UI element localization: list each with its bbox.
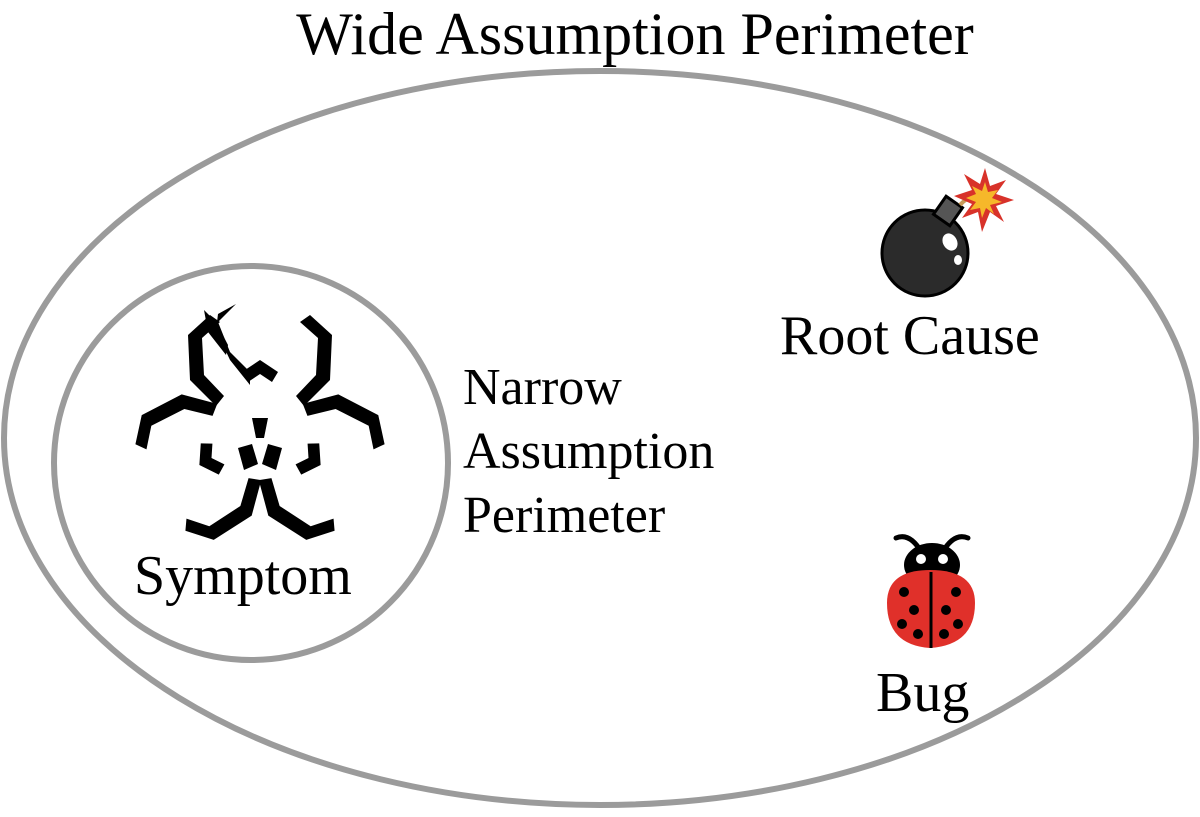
narrow-label-line: Assumption (463, 423, 715, 480)
narrow-label-line: Perimeter (463, 487, 666, 544)
diagram-title: Wide Assumption Perimeter (296, 1, 974, 67)
ladybug-icon (887, 534, 975, 648)
narrow-perimeter-label: Narrow Assumption Perimeter (463, 356, 714, 548)
root-cause-label: Root Cause (780, 305, 1040, 367)
narrow-label-line: Narrow (463, 359, 622, 416)
narrow-perimeter-circle (51, 263, 451, 663)
biohazard-icon (135, 304, 385, 540)
wide-perimeter-ellipse (1, 68, 1199, 808)
bomb-icon (880, 168, 1014, 298)
symptom-label: Symptom (134, 545, 352, 607)
bug-label: Bug (876, 662, 970, 724)
